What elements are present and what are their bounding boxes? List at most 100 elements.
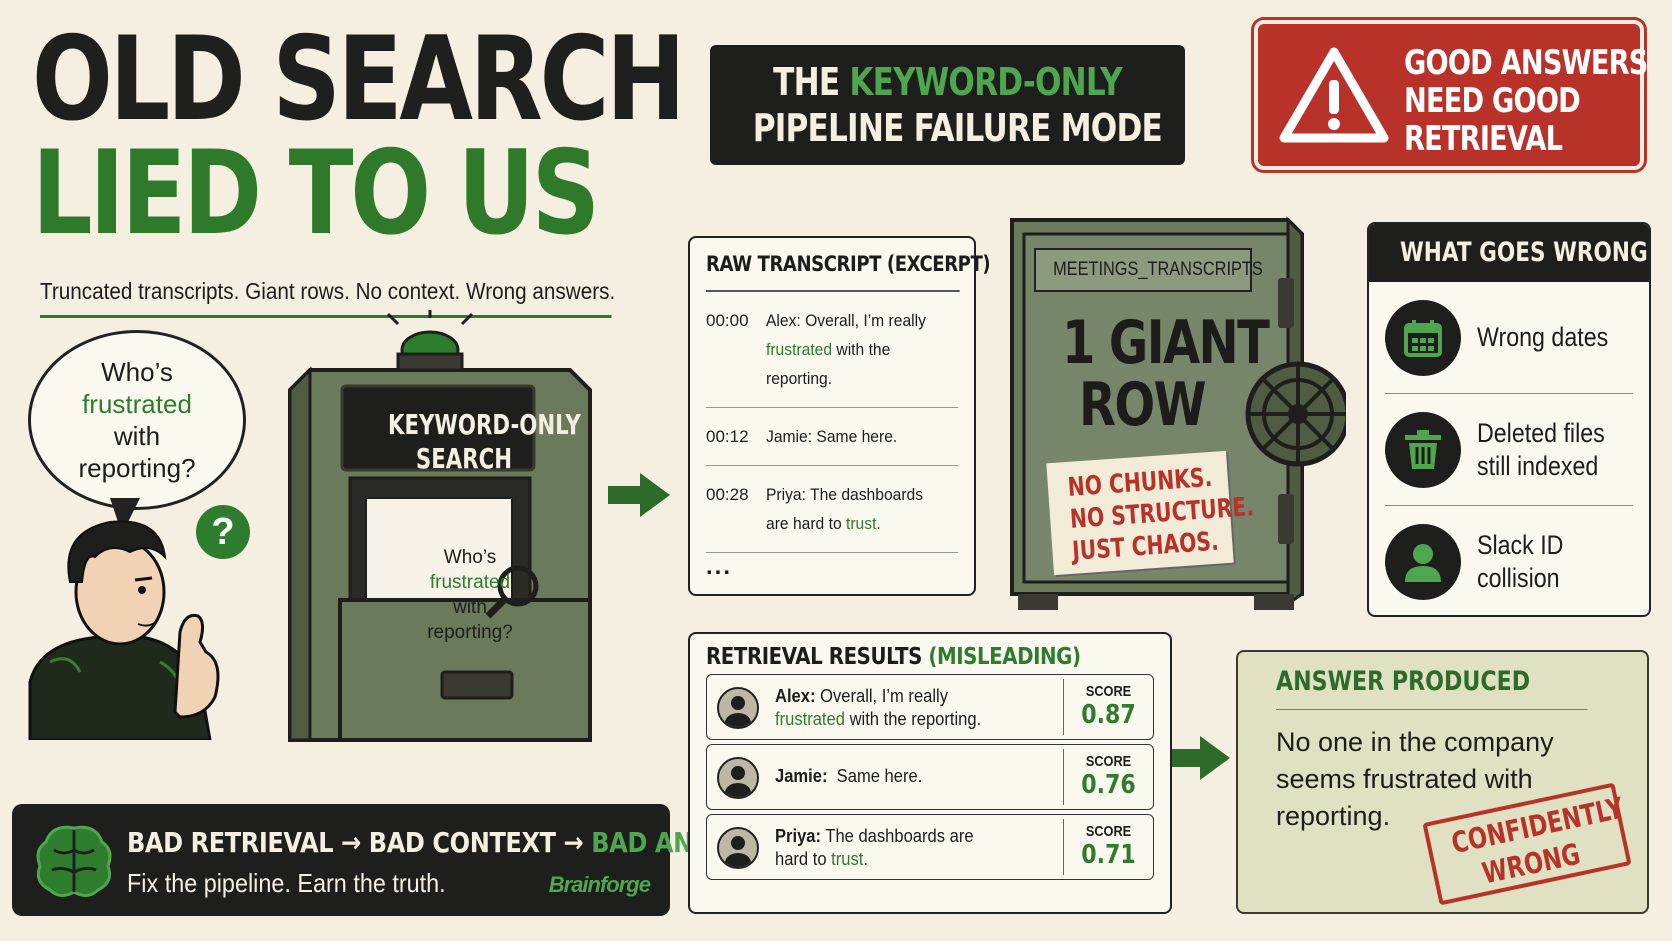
what-goes-wrong-title: WHAT GOES WRONG <box>1369 224 1649 282</box>
pipeline-the: THE <box>773 60 850 104</box>
transcript-text-part: . <box>876 514 881 533</box>
result-text-part: Same here. <box>827 766 923 786</box>
result-text: Priya: The dashboards are hard to trust. <box>775 825 1042 871</box>
kiosk-paper-line: Who’s <box>443 547 497 568</box>
trash-icon <box>1385 411 1461 488</box>
avatar <box>717 827 759 869</box>
pipeline-failure-label: THE KEYWORD-ONLY PIPELINE FAILURE MODE <box>710 45 1185 165</box>
banner-tagline: Fix the pipeline. Earn the truth. <box>127 868 446 898</box>
transcript-text: Jamie: Same here. <box>766 427 898 446</box>
kiosk-paper-line: reporting? <box>427 622 513 643</box>
subtitle: Truncated transcripts. Giant rows. No co… <box>40 278 615 318</box>
warning-text: GOOD ANSWERS NEED GOOD RETRIEVAL <box>1404 44 1648 158</box>
vault-table-name: MEETINGS_TRANSCRIPTS <box>1034 248 1263 292</box>
pipeline-label-line-1: THE KEYWORD-ONLY <box>753 59 1143 105</box>
result-row: Alex: Overall, I’m really frustrated wit… <box>706 674 1154 740</box>
warning-line: RETRIEVAL <box>1404 119 1563 159</box>
transcript-ellipsis: ... <box>706 553 733 580</box>
banner-arrow: → <box>333 826 369 859</box>
vault-headline-line: 1 GIANT <box>1062 308 1270 378</box>
transcript-title: RAW TRANSCRIPT (EXCERPT) <box>706 252 991 292</box>
wrong-item-line: still indexed <box>1477 450 1599 481</box>
result-text: Alex: Overall, I’m really frustrated wit… <box>775 685 1042 731</box>
transcript-text-part: Alex: Overall, I’m really <box>766 311 926 330</box>
wrong-item-slack-id: Slack ID collision <box>1385 506 1633 615</box>
kiosk-paper-line: with <box>453 597 487 618</box>
score-label: SCORE <box>1085 753 1132 770</box>
result-text-part: . <box>863 849 868 869</box>
result-text-part: with the reporting. <box>844 709 982 729</box>
avatar <box>717 757 759 799</box>
avatar <box>717 687 759 729</box>
kiosk-label-line: SEARCH <box>415 442 513 475</box>
trash-icon-svg <box>1405 429 1441 469</box>
kiosk-label: KEYWORD-ONLY SEARCH <box>364 408 581 476</box>
transcript-text: Priya: The dashboards are hard to trust. <box>766 480 943 538</box>
pipeline-keyword: KEYWORD-ONLY <box>849 60 1122 104</box>
transcript-row: 00:00 Alex: Overall, I’m really frustrat… <box>706 292 958 408</box>
calendar-icon <box>1385 299 1461 376</box>
wrong-item-line: Slack ID <box>1477 530 1564 560</box>
question-mark-icon: ? <box>196 505 250 559</box>
what-goes-wrong-title-text: WHAT GOES WRONG <box>1399 237 1648 268</box>
score-value: 0.76 <box>1081 770 1136 800</box>
wrong-item-line: Deleted files <box>1477 417 1605 448</box>
result-score: SCORE 0.76 <box>1063 749 1153 805</box>
speech-bubble: Who’s frustrated with reporting? <box>28 330 246 510</box>
banner-bad-retrieval: BAD RETRIEVAL <box>127 826 334 859</box>
retrieval-results-panel: RETRIEVAL RESULTS (MISLEADING) Alex: Ove… <box>688 632 1172 914</box>
transcript-row: 00:12 Jamie: Same here. <box>706 408 958 466</box>
result-speaker: Alex: <box>775 686 816 706</box>
wrong-item-dates: Wrong dates <box>1385 282 1633 394</box>
brand-logo: Brainforge <box>548 872 651 897</box>
transcript-time: 00:28 <box>706 485 749 504</box>
title-line-2: LIED TO US <box>32 126 600 261</box>
kiosk-paper: Who’s frustrated with reporting? <box>400 545 540 645</box>
transcript-keyword: trust <box>845 514 877 533</box>
transcript-row: 00:28 Priya: The dashboards are hard to … <box>706 466 958 553</box>
wrong-item-label: Wrong dates <box>1477 321 1608 354</box>
result-text-part: The dashboards are <box>821 826 974 846</box>
transcript-text-part: Priya: The dashboards are hard to <box>766 485 924 533</box>
wrong-item-deleted-files: Deleted files still indexed <box>1385 394 1633 506</box>
transcript-keyword: frustrated <box>766 340 833 359</box>
answer-title: ANSWER PRODUCED <box>1276 666 1588 710</box>
results-title-text: RETRIEVAL RESULTS <box>706 644 922 670</box>
kiosk-paper-keyword: frustrated <box>429 572 511 593</box>
warning-banner: GOOD ANSWERS NEED GOOD RETRIEVAL <box>1254 20 1648 170</box>
answer-body: No one in the company seems frustrated w… <box>1276 727 1554 831</box>
result-row: Jamie: Same here. SCORE 0.76 <box>706 744 1154 810</box>
user-icon <box>1385 524 1461 600</box>
raw-transcript-panel: RAW TRANSCRIPT (EXCERPT) 00:00 Alex: Ove… <box>688 236 991 596</box>
wrong-item-line: Wrong dates <box>1477 322 1609 352</box>
arrow-right-icon <box>1168 736 1230 780</box>
result-speaker: Priya: <box>775 826 822 846</box>
score-value: 0.71 <box>1081 840 1136 870</box>
calendar-icon-svg <box>1404 319 1442 357</box>
results-title: RETRIEVAL RESULTS (MISLEADING) <box>706 644 1091 670</box>
vault-headline-line: ROW <box>1079 370 1207 440</box>
bubble-line: reporting? <box>78 453 196 483</box>
vault-table-name-text: MEETINGS_TRANSCRIPTS <box>1053 259 1263 280</box>
result-text-part: hard to <box>775 849 832 869</box>
kiosk-illustration <box>288 310 592 742</box>
result-text-part: Overall, I’m really <box>815 686 949 706</box>
bubble-keyword: frustrated <box>82 389 192 419</box>
arrow-right-icon <box>608 473 670 517</box>
what-goes-wrong-panel: WHAT GOES WRONG Wrong dates <box>1367 222 1651 617</box>
wrong-item-label: Slack ID collision <box>1477 529 1563 595</box>
vault-headline: 1 GIANT ROW <box>1042 308 1270 440</box>
results-title-highlight: (MISLEADING) <box>921 644 1081 670</box>
transcript-time: 00:00 <box>706 311 749 330</box>
warning-line: GOOD ANSWERS <box>1404 43 1648 83</box>
score-value: 0.87 <box>1081 700 1136 730</box>
user-icon-svg <box>1405 544 1441 582</box>
score-label: SCORE <box>1085 823 1132 840</box>
warning-line: NEED GOOD <box>1404 81 1581 121</box>
banner-arrow: → <box>555 826 592 859</box>
bottom-banner: BAD RETRIEVAL → BAD CONTEXT → BAD ANSWER… <box>12 804 796 916</box>
transcript-text-part: with the reporting. <box>766 340 891 388</box>
bubble-line: with <box>113 421 161 451</box>
result-score: SCORE 0.87 <box>1063 679 1153 735</box>
brain-icon <box>36 825 112 897</box>
